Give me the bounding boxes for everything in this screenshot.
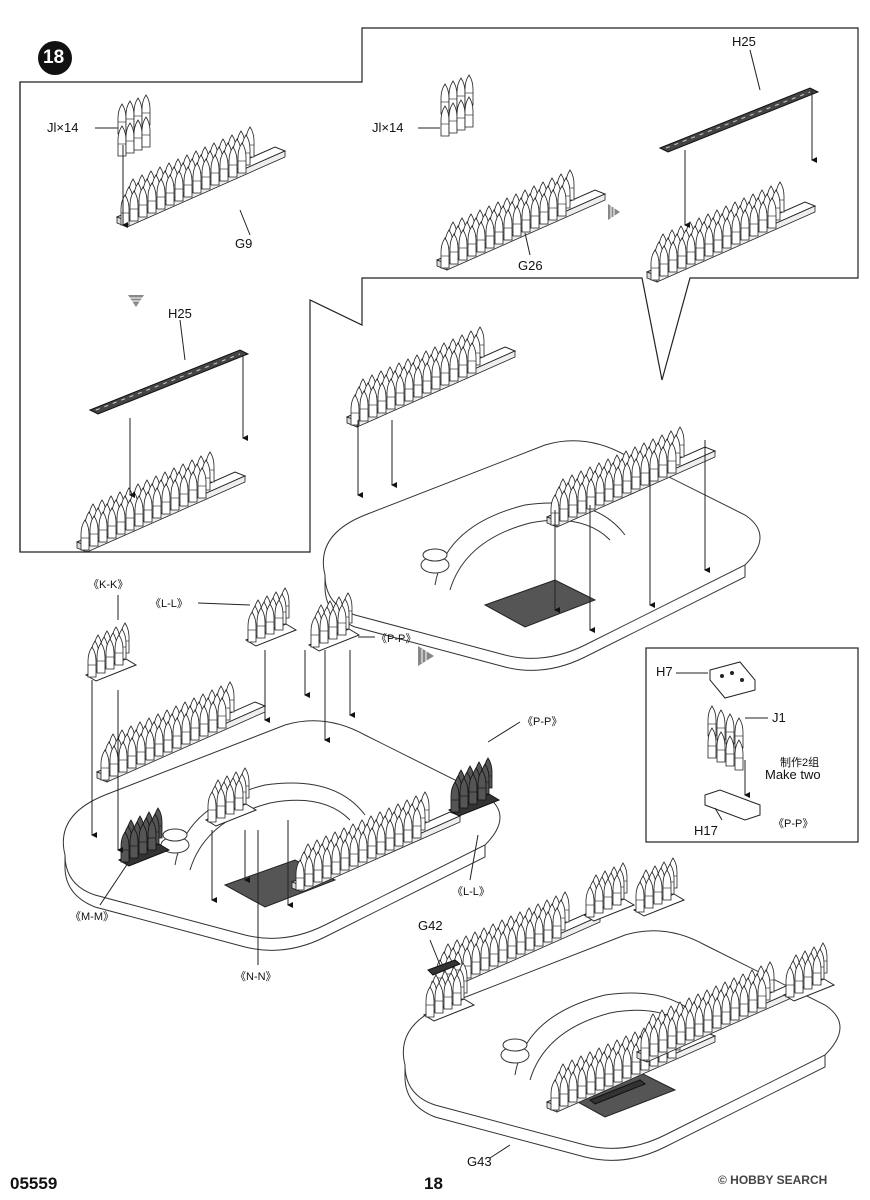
label-j1: J1 (772, 710, 786, 725)
label-nn: 《N-N》 (235, 971, 277, 983)
label-pp-right: 《P-P》 (522, 716, 563, 728)
label-make-two: Make two (765, 767, 821, 782)
label-make-two-cn: 制作2组 (780, 757, 820, 769)
label-pp-top: 《P-P》 (376, 633, 417, 645)
label-h25-right: H25 (732, 34, 756, 49)
page-number: 18 (424, 1174, 443, 1193)
label-g26: G26 (518, 258, 543, 273)
label-g42: G42 (418, 918, 443, 933)
label-mm: 《M-M》 (70, 911, 114, 923)
label-g43: G43 (467, 1154, 492, 1169)
label-g9: G9 (235, 236, 253, 251)
label-kk: 《K-K》 (88, 579, 129, 591)
label-jl14-right: Jl×14 (372, 120, 404, 135)
watermark: © HOBBY SEARCH (718, 1173, 828, 1187)
step-number: 18 (43, 47, 65, 68)
label-ll-bottom: 《L-L》 (452, 886, 490, 898)
label-h17: H17 (694, 823, 718, 838)
label-h25-left: H25 (168, 306, 192, 321)
label-jl14-left: Jl×14 (47, 120, 79, 135)
label-h7: H7 (656, 664, 673, 679)
label-pp-sub: 《P-P》 (773, 818, 814, 830)
product-code: 05559 (10, 1174, 58, 1193)
label-ll-top: 《L-L》 (150, 598, 188, 610)
